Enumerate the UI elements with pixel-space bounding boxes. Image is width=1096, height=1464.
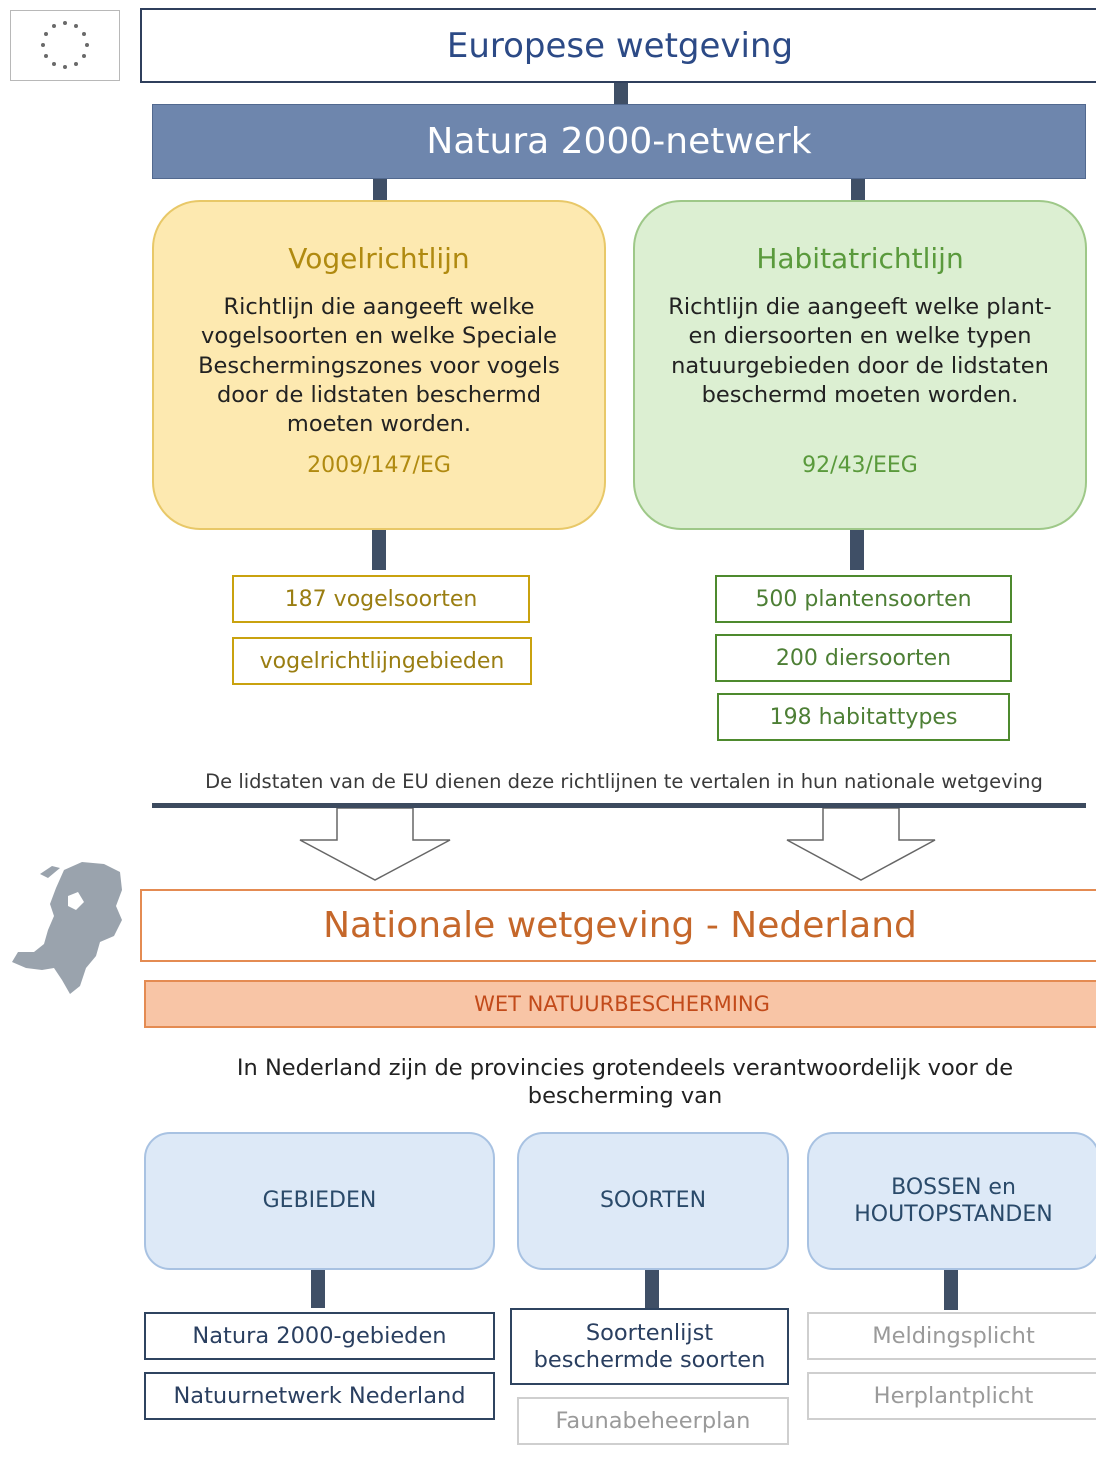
national-legislation-title: Nationale wetgeving - Nederland [140, 889, 1096, 962]
habitat-item: 500 plantensoorten [715, 575, 1012, 623]
connector [311, 1270, 325, 1308]
connector [850, 530, 864, 570]
category-areas: GEBIEDEN [144, 1132, 495, 1270]
bird-item: 187 vogelsoorten [232, 575, 530, 623]
habitat-item: 200 diersoorten [715, 634, 1012, 682]
connector [614, 83, 628, 105]
habitat-directive-code: 92/43/EEG [802, 453, 918, 478]
species-item: Soortenlijst beschermde soorten [510, 1308, 789, 1385]
natura-2000-network-bar: Natura 2000-netwerk [152, 104, 1086, 179]
category-species: SOORTEN [517, 1132, 789, 1270]
nature-protection-law-bar: WET NATUURBESCHERMING [144, 980, 1096, 1028]
habitat-directive-description: Richtlijn die aangeeft welke plant- en d… [668, 294, 1052, 408]
divider [152, 803, 1086, 808]
bird-directive-description: Richtlijn die aangeeft welke vogelsoorte… [198, 294, 560, 437]
category-forests: BOSSEN en HOUTOPSTANDEN [807, 1132, 1096, 1270]
netherlands-map-icon [12, 862, 122, 994]
habitat-item: 198 habitattypes [717, 693, 1010, 741]
bird-item: vogelrichtlijngebieden [232, 637, 532, 685]
connector [645, 1270, 659, 1308]
transition-text: De lidstaten van de EU dienen deze richt… [205, 769, 1043, 793]
eu-legislation-title: Europese wetgeving [140, 8, 1096, 83]
areas-item: Natuurnetwerk Nederland [144, 1372, 495, 1420]
connector [944, 1270, 958, 1310]
bird-directive-box: Vogelrichtlijn Richtlijn die aangeeft we… [152, 200, 606, 530]
bird-directive-code: 2009/147/EG [307, 453, 451, 478]
provinces-intro-text: In Nederland zijn de provincies grotende… [236, 1054, 1014, 1109]
eu-flag-icon [10, 10, 120, 81]
down-arrow-icon [786, 808, 936, 881]
forests-item: Herplantplicht [807, 1372, 1096, 1420]
bird-directive-title: Vogelrichtlijn [288, 242, 470, 275]
habitat-directive-box: Habitatrichtlijn Richtlijn die aangeeft … [633, 200, 1087, 530]
areas-item: Natura 2000-gebieden [144, 1312, 495, 1360]
connector [372, 530, 386, 570]
habitat-directive-title: Habitatrichtlijn [756, 242, 964, 275]
species-item: Faunabeheerplan [517, 1397, 789, 1445]
forests-item: Meldingsplicht [807, 1312, 1096, 1360]
down-arrow-icon [299, 808, 451, 881]
